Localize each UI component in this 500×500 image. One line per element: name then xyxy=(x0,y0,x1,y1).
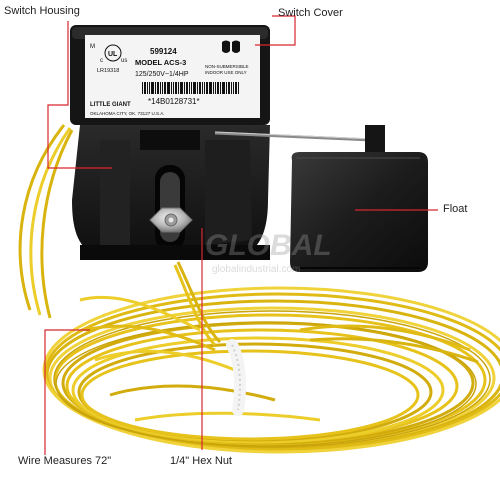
zip-tie xyxy=(226,339,246,416)
callout-line-switch-cover xyxy=(255,15,296,46)
non-submersible: NON-SUBMERSIBLE xyxy=(205,64,249,69)
watermark-site: globalindustrial.com xyxy=(212,264,300,275)
part-number: 599124 xyxy=(150,47,177,56)
rating: 125/250V~1/4HP xyxy=(135,71,189,78)
callout-float: Float xyxy=(443,203,468,215)
watermark: GLOBAL globalindustrial.com xyxy=(205,229,332,275)
callout-switch-cover: Switch Cover xyxy=(278,7,343,19)
hex-nut xyxy=(149,207,193,233)
float-arm xyxy=(214,125,385,155)
callout-hex-nut: 1/4" Hex Nut xyxy=(170,455,232,467)
cert-prefix: M xyxy=(90,44,95,50)
callout-line-switch-housing xyxy=(47,21,112,169)
ul-logo xyxy=(104,44,122,62)
cert-number: LR19318 xyxy=(97,68,119,74)
address: OKLAHOMA CITY, OK. 73127 U.S.A. xyxy=(90,111,164,116)
model-number: MODEL ACS-3 xyxy=(135,58,186,67)
watermark-brand: GLOBAL xyxy=(205,229,332,262)
serial-number: *14B0128731* xyxy=(148,97,200,106)
barcode xyxy=(142,82,239,94)
cert-ul-c: c xyxy=(100,58,103,64)
callout-switch-housing: Switch Housing xyxy=(4,5,80,17)
callout-lines xyxy=(44,15,438,455)
product-label: M UL c us LR19318 599124 MODEL ACS-3 125… xyxy=(85,35,260,118)
callout-line-wire xyxy=(44,329,90,455)
callout-wire: Wire Measures 72" xyxy=(18,455,112,467)
ul-mark: UL xyxy=(108,51,118,58)
float xyxy=(290,152,428,272)
cert-ul-us: us xyxy=(121,58,127,64)
wire-coil xyxy=(18,124,500,454)
brand-name: LITTLE GIANT xyxy=(90,102,131,108)
ur-recognized-icon xyxy=(222,40,240,53)
indoor-use: INDOOR USE ONLY xyxy=(205,70,247,75)
